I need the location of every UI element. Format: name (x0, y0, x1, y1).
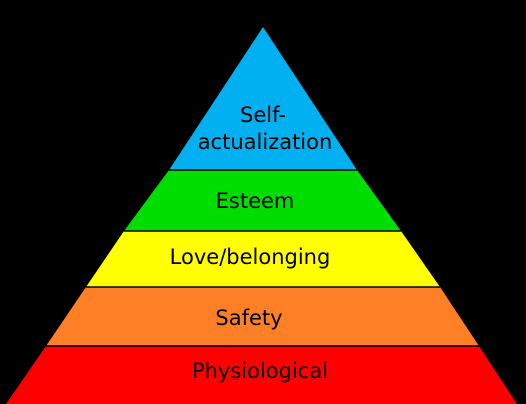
tier-shape-love-belonging (86, 231, 440, 287)
tier-label-safety: Safety (215, 306, 282, 330)
tier-shape-self-actualization (169, 27, 357, 170)
tier-love-belonging: Love/belonging (86, 231, 440, 287)
tier-label-love-belonging: Love/belonging (170, 245, 331, 269)
tier-dividers (46, 169, 479, 347)
tier-safety: Safety (46, 287, 479, 346)
tier-self-actualization: Self- actualization (169, 27, 357, 170)
tier-label-esteem: Esteem (216, 189, 295, 213)
tier-label-self-actualization-line-1: Self- (240, 103, 286, 127)
tier-physiological: Physiological (6, 346, 517, 404)
tier-label-self-actualization-line-2: actualization (198, 130, 333, 154)
tier-shape-safety (46, 287, 479, 346)
tier-esteem: Esteem (124, 170, 401, 231)
tier-label-physiological: Physiological (192, 359, 328, 383)
tier-shape-physiological (6, 346, 517, 404)
tier-shape-esteem (124, 170, 401, 231)
